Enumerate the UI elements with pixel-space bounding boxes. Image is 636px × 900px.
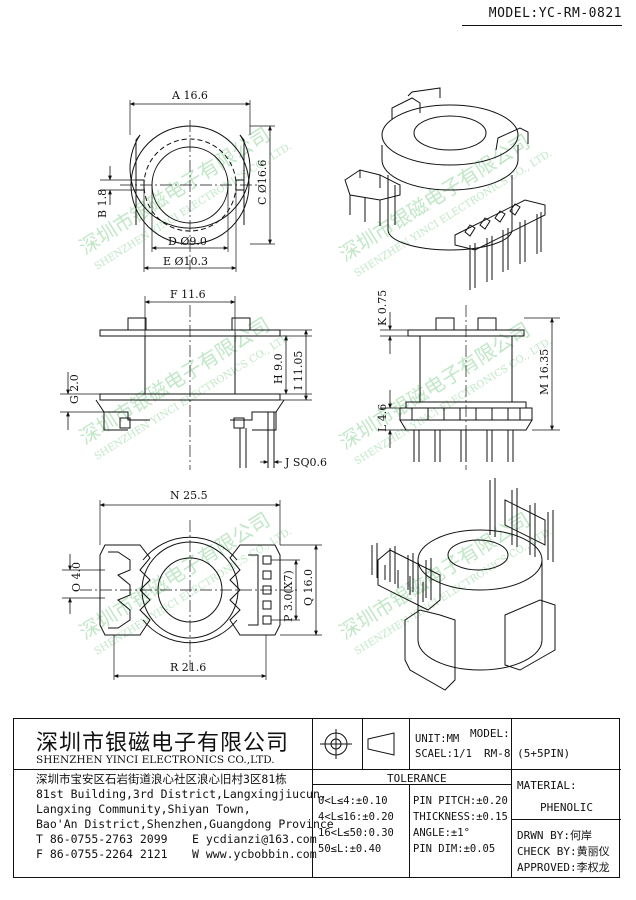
- dim-o-label: O 4.0: [70, 562, 83, 592]
- email: E ycdianzi@163.com: [192, 832, 317, 846]
- watermark-cn-5: 深圳市银磁电子有限公司: [75, 507, 274, 644]
- dim-c-label: C Ø16.6: [256, 160, 269, 205]
- watermark-cn-6: 深圳市银磁电子有限公司: [335, 507, 534, 644]
- tolerance-row-2: 4<L≤16:±0.20: [318, 811, 394, 823]
- checked-by: CHECK BY:黄丽仪: [517, 845, 610, 858]
- dim-f-label: F 11.6: [170, 288, 206, 301]
- scale-label: SCAEL:1/1: [415, 748, 472, 760]
- material-label: MATERIAL:: [517, 779, 577, 792]
- unit-label: UNIT:MM: [415, 733, 460, 745]
- dim-m-label: M 16.35: [538, 349, 551, 395]
- watermark-en-3: SHENZHEN YINCI ELECTRONICS CO., LTD.: [93, 331, 294, 462]
- tolerance-row-1: 0<L≤4:±0.10: [318, 795, 388, 807]
- address-en-line-1: 81st Building,3rd District,Langxingjiucu…: [36, 787, 327, 801]
- dim-h-label: H 9.0: [272, 353, 285, 384]
- drawn-by: DRWN BY:何岸: [517, 829, 592, 842]
- company-name-cn: 深圳市银磁电子有限公司: [36, 731, 290, 756]
- dim-g-label: G 2.0: [68, 374, 81, 404]
- top-view: [100, 100, 275, 272]
- dim-j-label: J SQ0.6: [284, 456, 327, 469]
- model-header-underline: [462, 25, 622, 26]
- tolerance-title: TOLERANCE: [387, 772, 447, 785]
- website: W www.ycbobbin.com: [192, 847, 317, 861]
- title-block: 深圳市银磁电子有限公司 SHENZHEN YINCI ELECTRONICS C…: [13, 718, 621, 878]
- material-value: PHENOLIC: [540, 801, 593, 814]
- fax: F 86-0755-2264 2121: [36, 847, 168, 861]
- dim-l-label: L 4.6: [376, 404, 389, 432]
- side-view: [380, 305, 560, 470]
- model-value: RM-8 (5+5PIN): [484, 747, 571, 760]
- watermark-cn-3: 深圳市银磁电子有限公司: [75, 312, 274, 449]
- iso-view-bottom: [371, 478, 556, 691]
- model-header: MODEL:YC-RM-0821: [488, 6, 622, 21]
- address-en-line-2: Langxing Community,Shiyan Town,: [36, 802, 251, 816]
- dim-k-label: K 0.75: [376, 290, 389, 326]
- address-cn: 深圳市宝安区石岩街道浪心社区浪心旧村3区81栋: [36, 772, 287, 786]
- front-view: [60, 296, 312, 470]
- dim-e-label: E Ø10.3: [163, 255, 208, 268]
- company-name-en: SHENZHEN YINCI ELECTRONICS CO.,LTD.: [36, 754, 275, 766]
- watermark-en-2: SHENZHEN YINCI ELECTRONICS CO., LTD.: [353, 148, 554, 279]
- pin-tolerance-row-3: ANGLE:±1°: [413, 827, 470, 839]
- tolerance-row-4: 50≤L:±0.40: [318, 843, 382, 855]
- telephone: T 86-0755-2763 2099: [36, 832, 168, 846]
- dim-a-label: A 16.6: [171, 89, 208, 102]
- dim-n-label: N 25.5: [170, 489, 208, 502]
- tolerance-row-3: 16<L≤50:0.30: [318, 827, 394, 839]
- iso-view-top: [344, 87, 546, 290]
- dim-p-label: P 3.0(X7): [282, 570, 295, 622]
- dim-d-label: D Ø9.0: [168, 235, 207, 248]
- bottom-view: [62, 500, 322, 680]
- model-label: MODEL:: [470, 727, 510, 740]
- address-en-line-3: Bao'An District,Shenzhen,Guangdong Provi…: [36, 817, 334, 831]
- pin-tolerance-row-1: PIN PITCH:±0.20: [413, 795, 508, 807]
- dim-i-label: I 11.05: [292, 351, 305, 390]
- pin-tolerance-row-2: THICKNESS:±0.15: [413, 811, 508, 823]
- projection-symbol-icon: [320, 729, 395, 759]
- technical-drawing: 深圳市银磁电子有限公司 SHENZHEN YINCI ELECTRONICS C…: [60, 87, 560, 691]
- dim-b-label: B 1.8: [96, 189, 109, 218]
- dim-q-label: Q 16.0: [302, 569, 315, 606]
- dim-r-label: R 21.6: [170, 661, 206, 674]
- pin-tolerance-row-4: PIN DIM:±0.05: [413, 843, 496, 855]
- approved-by: APPROVED:李权龙: [517, 861, 610, 874]
